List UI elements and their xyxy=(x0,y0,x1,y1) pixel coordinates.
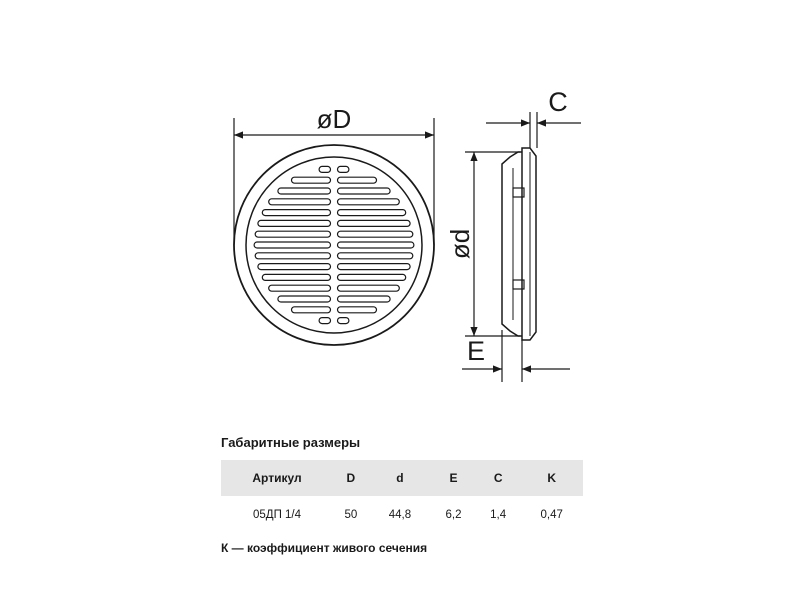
grille-slat xyxy=(336,295,391,303)
grille-slat xyxy=(336,209,407,217)
grille-slat xyxy=(336,198,400,206)
cell-d-inner: 44,8 xyxy=(388,509,412,521)
outer-diameter-label: øD xyxy=(317,104,352,134)
grille-slat xyxy=(336,176,378,184)
grille-slat xyxy=(336,187,391,195)
cell-article: 05ДП 1/4 xyxy=(252,509,302,521)
footnote: К — коэффициент живого сечения xyxy=(221,541,428,555)
grille-front-view xyxy=(233,144,435,346)
grille-slat xyxy=(290,176,332,184)
insert-depth-dimension xyxy=(462,330,570,382)
side-tab-bottom xyxy=(512,279,525,290)
dimensions-table: Артикул D d E C K 05ДП 1/4 50 44,8 6,2 1… xyxy=(221,460,583,534)
grille-slat xyxy=(336,273,407,281)
grille-slat xyxy=(336,241,415,249)
grille-slat xyxy=(336,306,378,314)
header-e: E xyxy=(431,460,476,496)
side-insert-body xyxy=(501,151,522,337)
header-d-inner: d xyxy=(368,460,432,496)
outer-rim xyxy=(233,144,435,346)
insert-depth-label: E xyxy=(467,336,485,366)
cell-c: 1,4 xyxy=(490,509,507,521)
grille-slat xyxy=(254,252,332,260)
grille-slat xyxy=(277,295,332,303)
flange-thickness-dimension xyxy=(486,112,581,148)
cell-d-outer: 50 xyxy=(344,509,358,521)
grille-technical-drawing: øD C ød E xyxy=(233,87,581,382)
side-tab-top xyxy=(512,187,525,198)
grille-slat xyxy=(336,165,350,173)
inner-rim xyxy=(245,156,423,334)
grille-slat xyxy=(336,317,350,325)
header-k: K xyxy=(520,460,583,496)
grille-slat xyxy=(254,230,332,238)
grille-slat xyxy=(261,209,332,217)
grille-slat xyxy=(336,252,414,260)
grille-slat xyxy=(257,263,332,271)
table-header-row: Артикул D d E C K xyxy=(221,460,583,496)
cell-e: 6,2 xyxy=(445,509,462,521)
grille-slat xyxy=(336,230,414,238)
outer-diameter-dimension xyxy=(233,118,435,245)
grille-slat xyxy=(318,317,332,325)
flange-thickness-label: C xyxy=(548,87,568,117)
grille-slat xyxy=(277,187,332,195)
table-row: 05ДП 1/4 50 44,8 6,2 1,4 0,47 xyxy=(221,496,583,534)
inner-diameter-dimension xyxy=(465,151,520,337)
grille-slat xyxy=(261,273,332,281)
side-flange xyxy=(521,147,537,341)
grille-slats xyxy=(253,165,415,325)
grille-slat xyxy=(268,284,332,292)
grille-slat xyxy=(336,263,411,271)
grille-slat xyxy=(268,198,332,206)
header-c: C xyxy=(475,460,521,496)
grille-slat xyxy=(318,165,332,173)
grille-slat xyxy=(336,284,400,292)
section-title: Габаритные размеры xyxy=(221,435,361,450)
header-d-outer: D xyxy=(333,460,369,496)
grille-side-view xyxy=(501,147,537,341)
inner-diameter-label: ød xyxy=(445,229,475,259)
grille-slat xyxy=(253,241,332,249)
grille-slat xyxy=(336,219,411,227)
header-article: Артикул xyxy=(221,460,333,496)
cell-k: 0,47 xyxy=(540,509,563,521)
grille-slat xyxy=(290,306,332,314)
grille-slat xyxy=(257,219,332,227)
